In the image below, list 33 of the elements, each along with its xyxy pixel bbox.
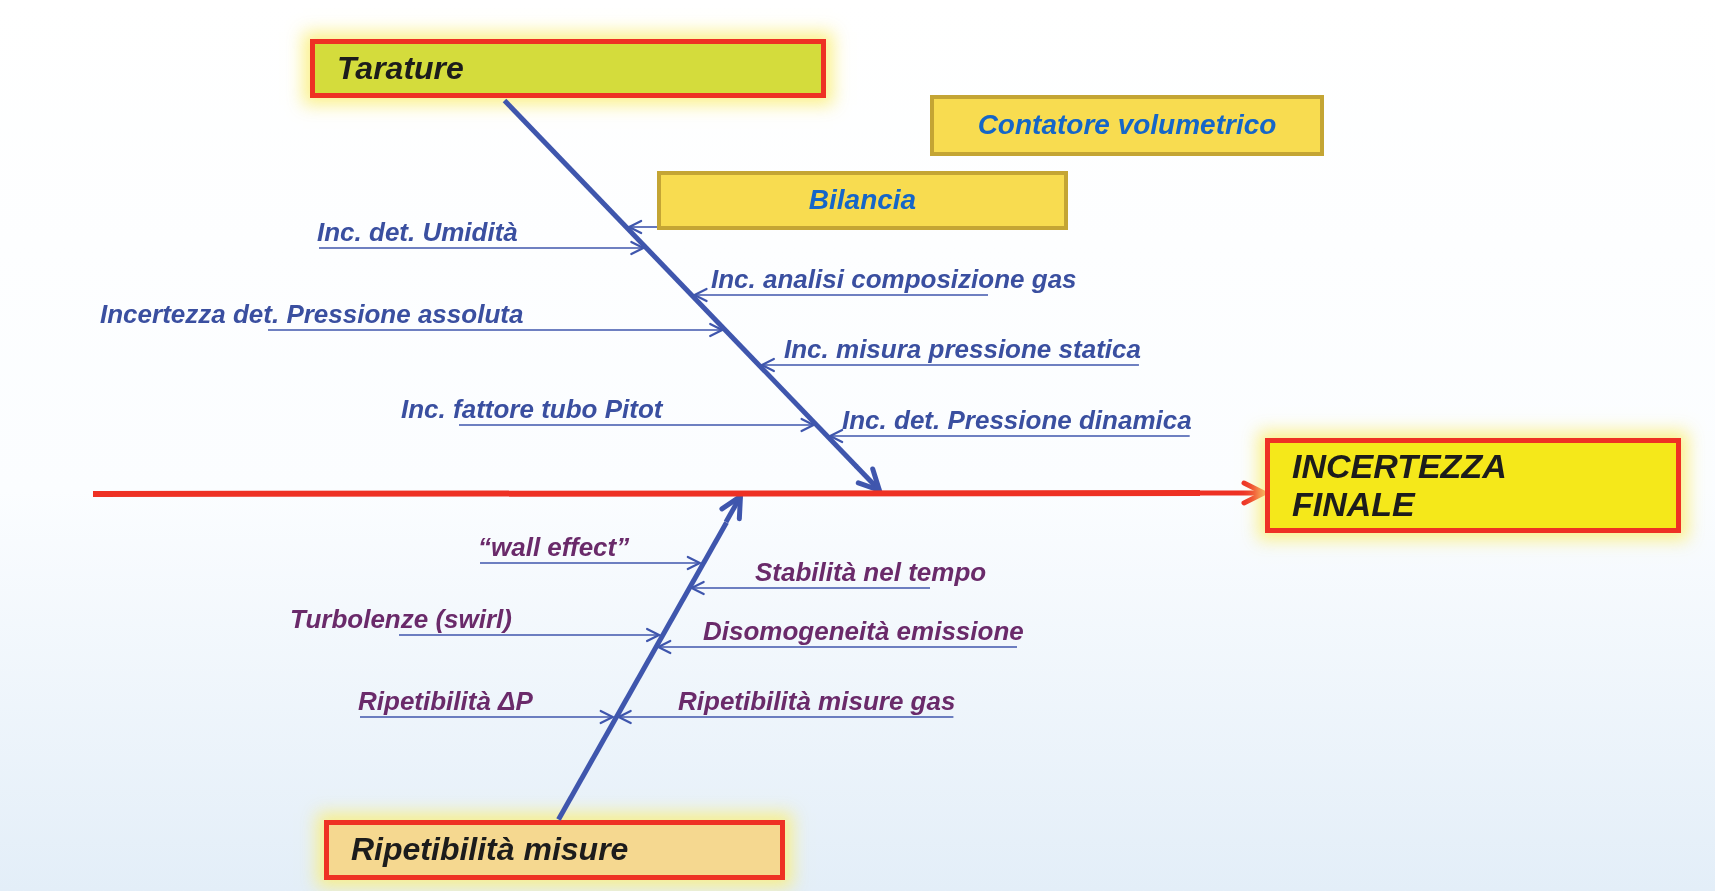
arrow xyxy=(267,322,724,338)
arrow xyxy=(318,240,645,256)
category-box: Tarature xyxy=(310,39,826,98)
arrow xyxy=(760,357,1140,373)
arrow xyxy=(1200,480,1267,506)
cause-label: “wall effect” xyxy=(478,532,630,562)
cause-label: Inc. det. Umidità xyxy=(317,217,518,247)
arrow xyxy=(617,709,955,725)
arrow xyxy=(359,709,614,725)
cause-label: Inc. analisi composizione gas xyxy=(711,264,1077,294)
arrow xyxy=(657,639,1018,655)
cause-label: Ripetibilità misure gas xyxy=(678,686,956,716)
arrow xyxy=(854,464,882,493)
arrow xyxy=(690,580,931,596)
cause-label: Inc. fattore tubo Pitot xyxy=(401,394,663,424)
instrument-box: Bilancia xyxy=(657,171,1068,230)
cause-label: Ripetibilità ΔP xyxy=(358,686,533,716)
arrow xyxy=(719,493,743,524)
effect-box: INCERTEZZA FINALE xyxy=(1265,438,1681,533)
arrow xyxy=(398,627,661,643)
arrow xyxy=(693,287,989,303)
cause-label: Inc. misura pressione statica xyxy=(784,334,1141,364)
cause-label: Incertezza det. Pressione assoluta xyxy=(100,299,524,329)
arrow xyxy=(458,417,815,433)
instrument-box: Contatore volumetrico xyxy=(930,95,1324,156)
cause-label: Stabilità nel tempo xyxy=(755,557,987,587)
cause-label: Turbolenze (swirl) xyxy=(290,604,512,634)
arrow xyxy=(628,219,658,235)
arrow xyxy=(479,555,701,571)
cause-label: Disomogeneità emissione xyxy=(703,616,1024,646)
cause-label: Inc. det. Pressione dinamica xyxy=(842,405,1192,435)
category-box: Ripetibilità misure xyxy=(324,820,785,880)
arrow xyxy=(829,428,1191,444)
